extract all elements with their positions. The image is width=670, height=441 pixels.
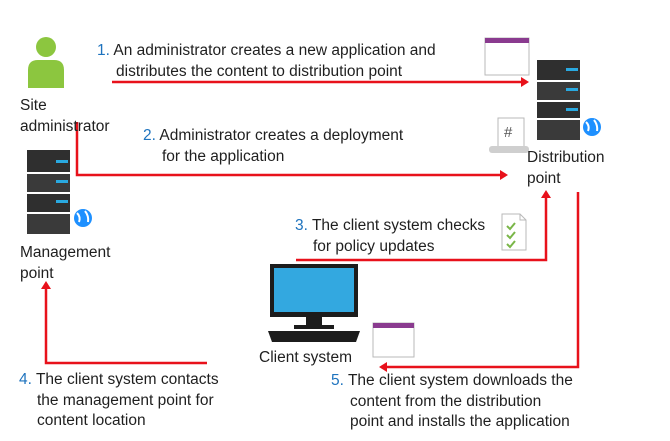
monitor-icon <box>268 264 360 342</box>
step-4-number: 4. <box>19 371 32 388</box>
step-2-line2: for the application <box>162 148 285 165</box>
deployment-document-icon <box>489 117 529 153</box>
step-1-number: 1. <box>97 42 110 59</box>
site-admin-label-line2: administrator <box>20 118 110 135</box>
step-5-line1: The client system downloads the <box>347 372 573 389</box>
distribution-point-label-line1: Distribution <box>527 149 605 166</box>
person-icon <box>28 37 64 88</box>
arrow-step-4 <box>41 281 207 365</box>
arrow-step-2 <box>75 122 508 180</box>
step-5-line2: content from the distribution <box>350 393 542 410</box>
step-4-line3: content location <box>37 412 146 429</box>
arrow-step-3 <box>296 190 551 262</box>
step-3-line1: The client system checks <box>311 217 486 234</box>
management-point-label-line2: point <box>20 265 54 282</box>
step-4-line2: the management point for <box>37 392 214 409</box>
step-2-number: 2. <box>143 127 156 144</box>
globe-icon <box>72 207 94 229</box>
distribution-server-icon <box>537 60 580 140</box>
arrow-step-5 <box>379 192 580 372</box>
step-1-line1: An administrator creates a new applicati… <box>113 42 436 59</box>
step-1-line2: distributes the content to distribution … <box>116 63 403 80</box>
application-window-icon <box>372 322 415 358</box>
step-4-text: 4. The client system contacts <box>19 369 219 390</box>
deployment-document-symbol: # <box>504 124 513 141</box>
distribution-point-label-line2: point <box>527 170 561 187</box>
step-5-text: 5. The client system downloads the <box>331 370 573 391</box>
step-5-number: 5. <box>331 372 344 389</box>
step-5-line3: point and installs the application <box>350 413 570 430</box>
site-admin-label-line1: Site <box>20 97 47 114</box>
step-1-text: 1. An administrator creates a new applic… <box>97 40 436 61</box>
step-2-line1: Administrator creates a deployment <box>159 127 404 144</box>
step-3-text: 3. The client system checks <box>295 215 485 236</box>
policy-checklist-icon <box>501 213 527 251</box>
step-2-text: 2. Administrator creates a deployment <box>143 125 403 146</box>
application-window-icon <box>484 37 530 76</box>
globe-icon <box>581 116 603 138</box>
step-4-line1: The client system contacts <box>35 371 219 388</box>
step-3-line2: for policy updates <box>313 238 435 255</box>
step-3-number: 3. <box>295 217 308 234</box>
management-point-label-line1: Management <box>20 244 111 261</box>
management-server-icon <box>27 150 70 234</box>
client-system-label: Client system <box>259 349 353 366</box>
